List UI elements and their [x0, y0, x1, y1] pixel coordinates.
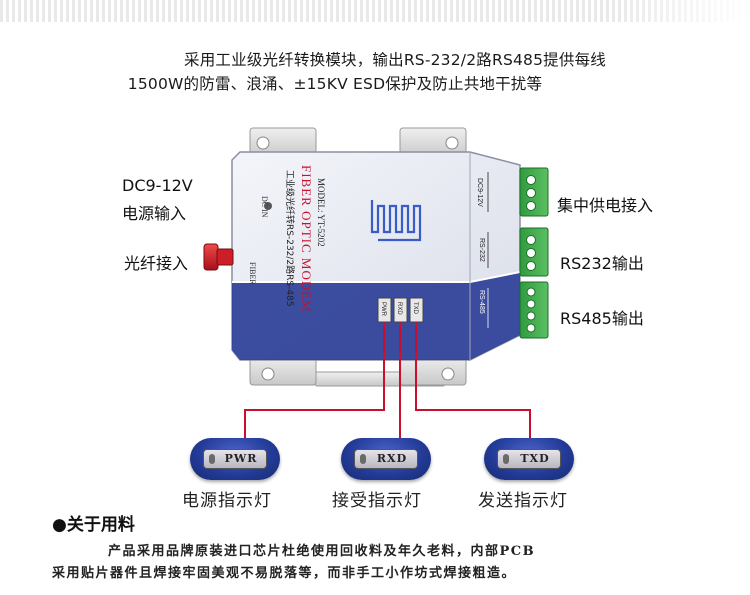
label-bus-power: 集中供电接入: [557, 196, 654, 215]
intro-line-2: 1500W的防雷、浪涌、±15KV ESD保护及防止共地干扰等: [127, 75, 543, 93]
led-dot-icon: [209, 454, 215, 464]
indicator-rxd-label: 接受指示灯: [332, 491, 422, 511]
device-title-vertical: FIBER OPTIC MODEM: [299, 165, 314, 313]
terminal-block-rs485: [519, 281, 549, 339]
indicator-pwr-code: PWR: [224, 452, 258, 465]
indicator-rxd-code: RXD: [376, 452, 408, 465]
device-model-vertical: MODEL: YT-5202: [316, 178, 326, 247]
about-body-line-1: 产品采用品牌原装进口芯片杜绝使用回收料及年久老料，内部PCB: [108, 544, 536, 559]
mount-hole-icon: [441, 367, 455, 381]
indicator-txd-code: TXD: [520, 452, 550, 465]
terminal-block-power: [519, 167, 549, 217]
led-dot-icon: [360, 454, 366, 464]
led-dot-icon: [503, 454, 509, 464]
led-panel: PWR RXD TXD: [377, 297, 424, 323]
mount-hole-icon: [256, 136, 270, 150]
led-rxd-label: RXD: [396, 302, 402, 315]
label-fiber-in: 光纤接入: [124, 254, 189, 273]
led-txd-label: TXD: [412, 302, 418, 315]
term-232-label: RS-232: [478, 238, 485, 262]
intro-line-1: 采用工业级光纤转换模块，输出RS-232/2路RS485提供每线: [184, 51, 606, 69]
indicator-pwr: PWR: [190, 438, 280, 480]
callout-lines: [244, 322, 531, 438]
led-pwr-label: PWR: [380, 302, 386, 317]
label-dc-power-input: 电源输入: [122, 204, 187, 223]
top-decor-strip: [0, 0, 750, 22]
fiber-connector: [203, 243, 234, 271]
label-rs485-out: RS485输出: [560, 309, 644, 328]
dc-jack-icon: [264, 202, 272, 210]
modem-housing: [231, 151, 521, 361]
wave-logo-icon: [370, 200, 422, 242]
device-dc-in: DC IN: [260, 196, 269, 218]
indicator-txd: TXD: [484, 438, 574, 480]
indicator-pwr-label: 电源指示灯: [182, 491, 272, 511]
terminal-block-rs232: [519, 227, 549, 277]
term-485-label: RS-485: [478, 290, 485, 314]
about-body-line-2: 采用贴片器件且焊接牢固美观不易脱落等，而非手工小作坊式焊接粗造。: [52, 566, 517, 581]
mount-hole-icon: [261, 367, 275, 381]
device-brand-vertical: 工业级光纤转RS-232/2路RS-485: [284, 170, 296, 307]
label-dc-power-voltage: DC9-12V: [122, 176, 193, 195]
mount-hole-icon: [445, 136, 459, 150]
device-fiber: FIBER: [248, 262, 257, 285]
indicator-txd-label: 发送指示灯: [478, 491, 568, 511]
indicator-rxd: RXD: [341, 438, 431, 480]
term-dc-label: DC9-12V: [476, 178, 483, 207]
about-heading: ●关于用料: [52, 515, 135, 535]
label-rs232-out: RS232输出: [560, 254, 644, 273]
